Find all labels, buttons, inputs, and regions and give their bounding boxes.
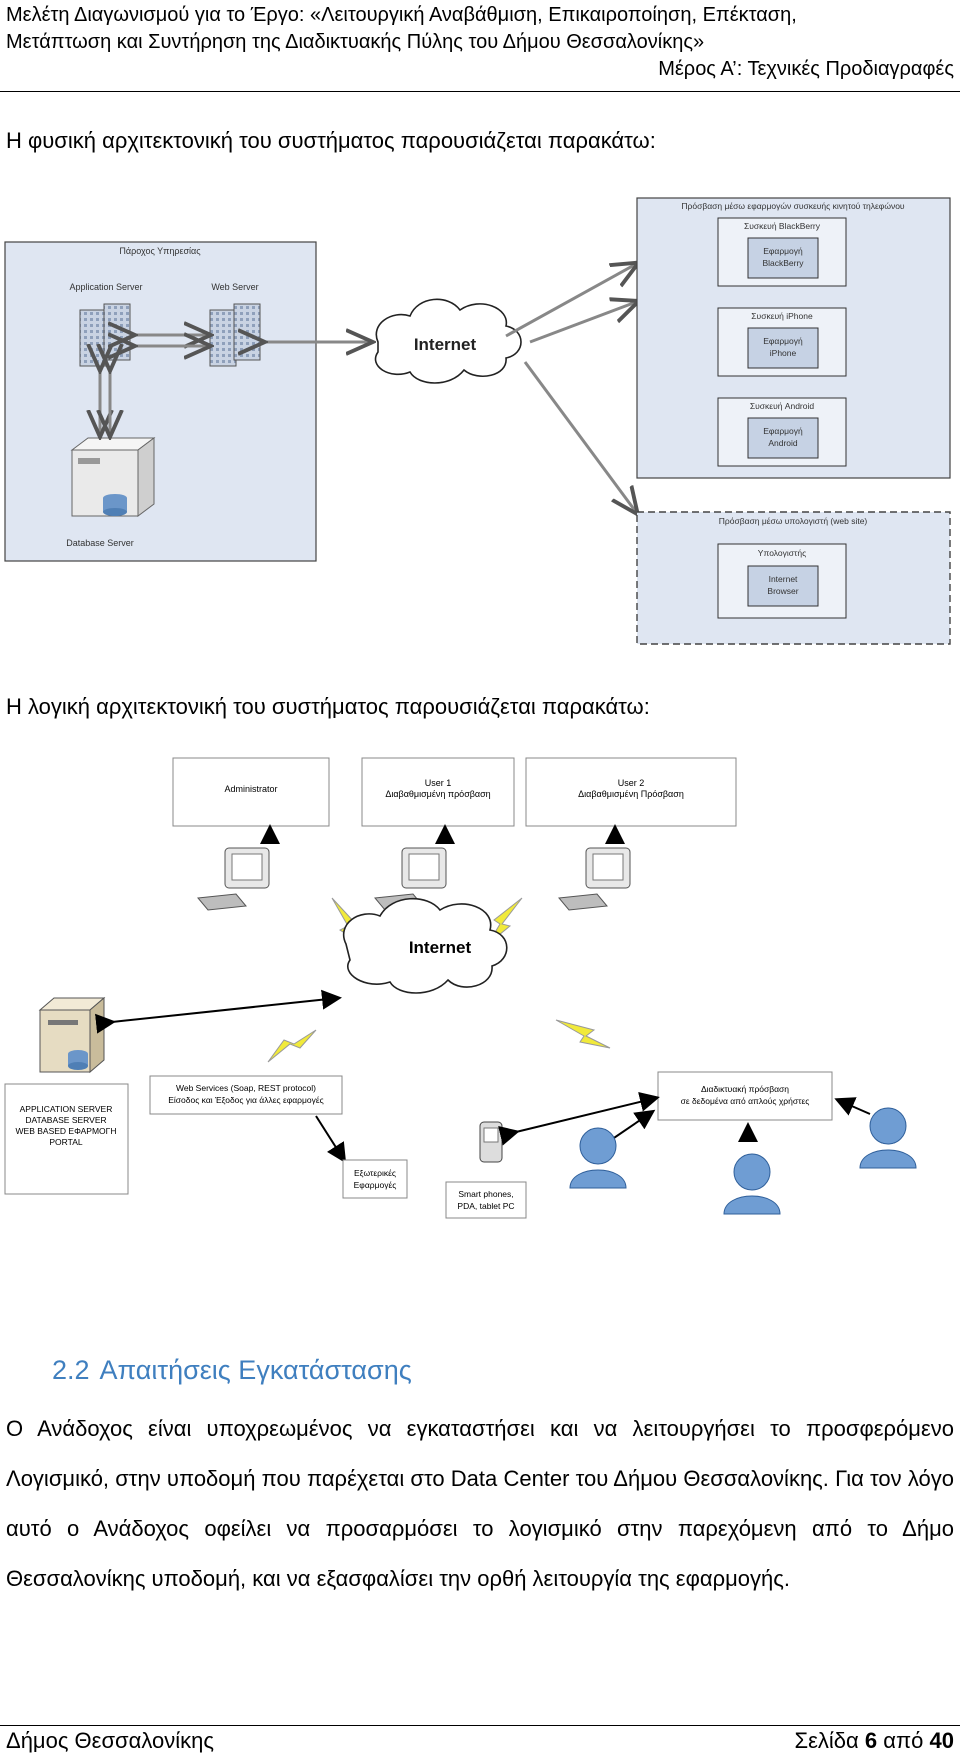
svg-text:Διαβαθμισμένη Πρόσβαση: Διαβαθμισμένη Πρόσβαση	[578, 789, 684, 799]
db-server-label: Database Server	[66, 538, 134, 548]
smart-devices-box	[445, 1181, 527, 1219]
svg-text:iPhone: iPhone	[770, 348, 797, 358]
physical-architecture-diagram: Πάροχος Υπηρεσίας Application Server Web…	[4, 197, 951, 645]
svg-text:Εφαρμογή: Εφαρμογή	[763, 246, 803, 256]
web-server-icon	[209, 303, 261, 367]
admin-box	[172, 757, 330, 827]
svg-text:PDA, tablet PC: PDA, tablet PC	[457, 1201, 514, 1211]
header-line-3: Μέρος Α’: Τεχνικές Προδιαγραφές	[658, 58, 954, 80]
web-server-label: Web Server	[211, 282, 258, 292]
section-title: Απαιτήσεις Εγκατάστασης	[99, 1355, 412, 1385]
page-counter: Σελίδα 6 από 40	[794, 1728, 954, 1753]
svg-text:DATABASE SERVER: DATABASE SERVER	[25, 1115, 106, 1125]
svg-text:Υπολογιστής: Υπολογιστής	[758, 548, 806, 558]
physical-architecture-intro: Η φυσική αρχιτεκτονική του συστήματος πα…	[6, 128, 656, 153]
svg-text:BlackBerry: BlackBerry	[762, 258, 804, 268]
header-line-2: Μετάπτωση και Συντήρηση της Διαδικτυακής…	[6, 31, 705, 53]
iphone-device: Συσκευή iPhone Εφαρμογή iPhone	[717, 307, 847, 377]
svg-text:User 2: User 2	[618, 778, 645, 788]
svg-text:σε δεδομένα από απλούς χρήστες: σε δεδομένα από απλούς χρήστες	[681, 1096, 810, 1106]
web-title: Πρόσβαση μέσω υπολογιστή (web site)	[719, 516, 868, 526]
body-text: Ο Ανάδοχος είναι υποχρεωμένος να εγκατασ…	[6, 1404, 954, 1604]
svg-text:Web Services (Soap, REST proto: Web Services (Soap, REST protocol)	[176, 1083, 316, 1093]
svg-text:Εφαρμογές: Εφαρμογές	[354, 1180, 397, 1190]
svg-text:Συσκευή BlackBerry: Συσκευή BlackBerry	[744, 221, 821, 231]
svg-text:Browser: Browser	[767, 586, 798, 596]
svg-text:Εφαρμογή: Εφαρμογή	[763, 426, 803, 436]
svg-text:Εξωτερικές: Εξωτερικές	[354, 1168, 396, 1178]
page-header: Μελέτη Διαγωνισμού για το Έργο: «Λειτουρ…	[6, 2, 954, 83]
internet-cloud	[374, 298, 522, 384]
svg-text:PORTAL: PORTAL	[49, 1137, 82, 1147]
lightning-icon	[267, 1029, 317, 1063]
user-icon	[569, 1127, 627, 1189]
page-footer: Δήμος Θεσσαλονίκης Σελίδα 6 από 40	[6, 1728, 954, 1754]
user2-box	[525, 757, 737, 827]
svg-text:Είσοδος και Έξοδος για άλλες ε: Είσοδος και Έξοδος για άλλες εφαρμογές	[168, 1095, 324, 1105]
internet-label: Internet	[414, 335, 477, 354]
external-apps-box	[342, 1159, 408, 1199]
svg-text:Internet: Internet	[769, 574, 798, 584]
admin-computer-icon	[197, 847, 270, 911]
internet-label: Internet	[409, 938, 472, 957]
section-number: 2.2	[52, 1355, 90, 1385]
page-number: 6	[864, 1728, 878, 1753]
computer-device: Υπολογιστής Internet Browser	[717, 543, 847, 619]
app-server-icon	[79, 303, 131, 367]
application-server-icon	[38, 996, 106, 1074]
header-rule	[0, 91, 960, 92]
svg-text:Συσκευή iPhone: Συσκευή iPhone	[751, 311, 813, 321]
user2-computer-icon	[558, 847, 631, 911]
svg-text:User 1: User 1	[425, 778, 452, 788]
footer-organization: Δήμος Θεσσαλονίκης	[6, 1728, 214, 1753]
svg-text:Συσκευή Android: Συσκευή Android	[750, 401, 814, 411]
svg-text:Διαδικτυακή πρόσβαση: Διαδικτυακή πρόσβαση	[701, 1084, 789, 1094]
android-device: Συσκευή Android Εφαρμογή Android	[717, 397, 847, 467]
header-line-1: Μελέτη Διαγωνισμού για το Έργο: «Λειτουρ…	[6, 4, 797, 26]
section-heading: 2.2 Απαιτήσεις Εγκατάστασης	[52, 1355, 412, 1386]
svg-text:Smart phones,: Smart phones,	[458, 1189, 513, 1199]
smartphone-icon	[479, 1121, 503, 1163]
lightning-icon	[555, 1019, 611, 1049]
mobile-title: Πρόσβαση μέσω εφαρμογών συσκευής κινητού…	[681, 201, 905, 211]
page-total: 40	[929, 1728, 954, 1753]
svg-text:Διαβαθμισμένη πρόσβαση: Διαβαθμισμένη πρόσβαση	[385, 789, 490, 799]
user1-box	[361, 757, 515, 827]
body-paragraph: Ο Ανάδοχος είναι υποχρεωμένος να εγκατασ…	[6, 1416, 954, 1591]
provider-title: Πάροχος Υπηρεσίας	[119, 246, 201, 256]
server-box	[4, 1083, 129, 1195]
svg-text:WEB BASED ΕΦΑΡΜΟΓΗ: WEB BASED ΕΦΑΡΜΟΓΗ	[16, 1126, 117, 1136]
footer-rule	[0, 1725, 960, 1726]
web-services-box	[149, 1075, 343, 1115]
database-server-icon	[70, 437, 156, 517]
svg-text:Android: Android	[768, 438, 798, 448]
svg-text:Εφαρμογή: Εφαρμογή	[763, 336, 803, 346]
user-icon	[723, 1153, 781, 1215]
provider-box	[4, 241, 317, 562]
internet-cloud	[343, 897, 508, 994]
logical-architecture-diagram: Administrator User 1 Διαβαθμισμένη πρόσβ…	[4, 757, 917, 1219]
blackberry-device: Συσκευή BlackBerry Εφαρμογή BlackBerry	[717, 217, 847, 287]
app-server-label: Application Server	[69, 282, 142, 292]
user-icon	[859, 1107, 917, 1169]
svg-text:APPLICATION SERVER: APPLICATION SERVER	[20, 1104, 113, 1114]
admin-label: Administrator	[224, 784, 277, 794]
logical-architecture-intro: Η λογική αρχιτεκτονική του συστήματος πα…	[6, 694, 650, 719]
